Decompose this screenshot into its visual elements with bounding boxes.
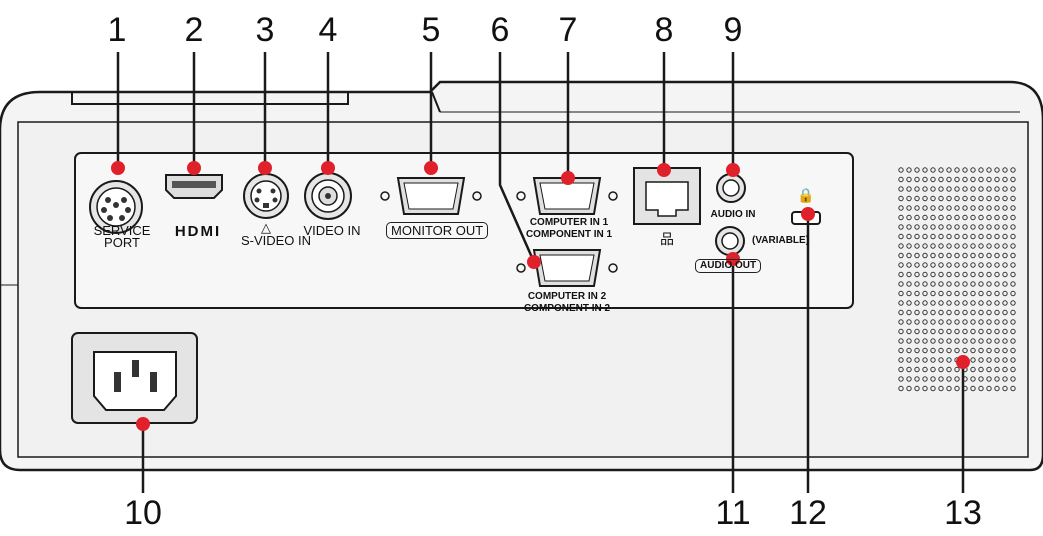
audio-out-label: AUDIO OUT <box>695 259 762 273</box>
component-in-2-label: COMPONENT IN 2 <box>523 303 611 314</box>
audio-in-connector <box>716 173 746 203</box>
callout-dot-8 <box>657 163 671 177</box>
variable-label: (VARIABLE) <box>752 235 810 246</box>
audio-out-connector <box>715 226 745 256</box>
callout-11: 11 <box>715 494 751 532</box>
computer-in-1-connector <box>516 177 618 215</box>
callout-12: 12 <box>789 494 827 532</box>
computer-in-2-label: COMPUTER IN 2 <box>527 291 607 302</box>
callout-5: 5 <box>421 11 441 49</box>
callout-dot-6 <box>527 255 541 269</box>
s-video-mark: △ <box>261 220 271 235</box>
power-inlet-shape <box>71 332 198 424</box>
service-label-1: SERVICE <box>93 223 151 238</box>
callout-2: 2 <box>184 11 204 49</box>
s-video-connector <box>243 173 289 219</box>
callout-9: 9 <box>723 11 743 49</box>
audio-in-label: AUDIO IN <box>710 209 756 220</box>
service-label-2: PORT <box>104 235 140 250</box>
s-video-label: S-VIDEO IN <box>240 233 312 248</box>
callout-dot-13 <box>956 355 970 369</box>
callout-1: 1 <box>107 11 127 49</box>
lan-symbol: 品 <box>660 231 674 247</box>
monitor-out-connector <box>380 177 482 215</box>
leader-line-6 <box>498 52 536 263</box>
video-in-label: VIDEO IN <box>303 223 361 238</box>
computer-in-2-connector <box>516 249 618 287</box>
speaker-grille-dots <box>898 167 1016 392</box>
computer-in-1-label: COMPUTER IN 1 <box>529 217 609 228</box>
hdmi-connector <box>165 174 223 199</box>
callout-dot-3 <box>258 161 272 175</box>
callout-dot-10 <box>136 417 150 431</box>
lock-icon: 🔒 <box>797 187 815 203</box>
lan-connector <box>633 167 701 225</box>
callout-dot-5 <box>424 161 438 175</box>
callout-13: 13 <box>944 494 982 532</box>
component-in-1-label: COMPONENT IN 1 <box>525 229 613 240</box>
callout-8: 8 <box>654 11 674 49</box>
callout-4: 4 <box>318 11 338 49</box>
service-port-connector <box>89 180 143 234</box>
callout-7: 7 <box>558 11 578 49</box>
callout-dot-2 <box>187 161 201 175</box>
callout-6: 6 <box>490 11 510 49</box>
callout-3: 3 <box>255 11 275 49</box>
callout-10: 10 <box>124 494 162 532</box>
callout-dot-1 <box>111 161 125 175</box>
video-in-connector <box>304 172 352 220</box>
callout-dot-7 <box>561 171 575 185</box>
callout-dot-9 <box>726 163 740 177</box>
callout-dot-12 <box>801 207 815 221</box>
top-ridge <box>71 92 349 105</box>
callout-dot-4 <box>321 161 335 175</box>
hdmi-label: HDMI <box>174 223 222 240</box>
monitor-out-label: MONITOR OUT <box>386 222 489 239</box>
